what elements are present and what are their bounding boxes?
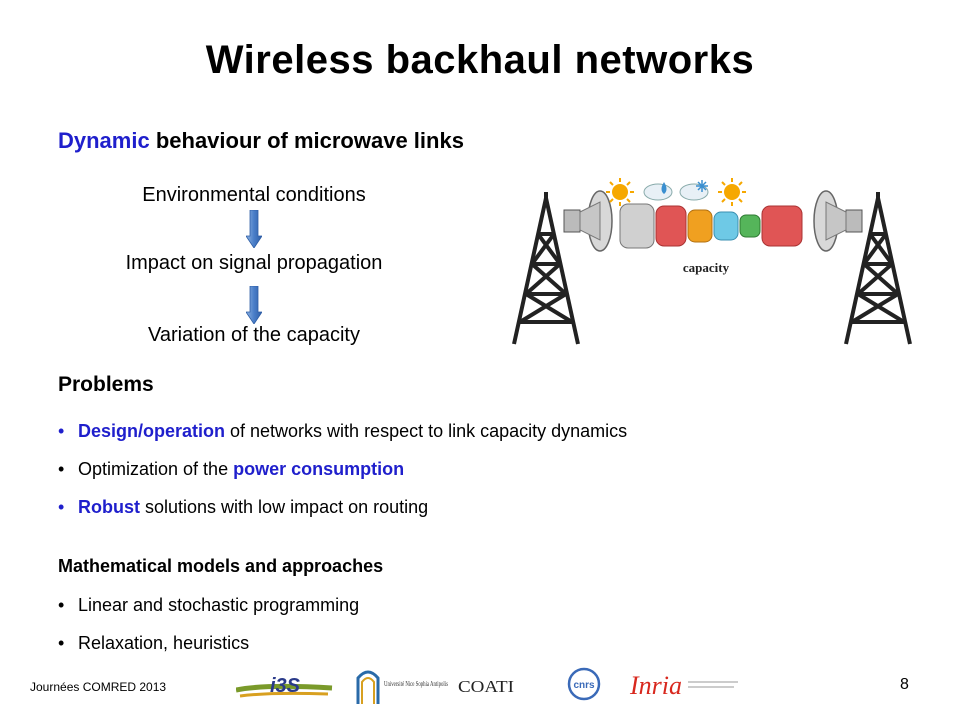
sun-icon — [606, 178, 634, 206]
list-item: Robust solutions with low impact on rout… — [58, 496, 627, 534]
flow-step-environment: Environmental conditions — [142, 184, 366, 206]
capacity-segment-orange — [687, 209, 713, 243]
svg-text:Inria: Inria — [629, 671, 682, 700]
microwave-link-diagram: capacity — [512, 178, 912, 345]
right-dish-icon — [813, 190, 863, 252]
svg-text:Université Nice Sophia Antipol: Université Nice Sophia Antipolis — [384, 680, 448, 688]
right-tower-icon — [844, 192, 912, 345]
capacity-segment-green — [739, 214, 761, 238]
sun-icon-2 — [718, 178, 746, 206]
list-item: Design/operation of networks with respec… — [58, 420, 627, 458]
subtitle-rest: behaviour of microwave links — [149, 128, 464, 153]
list-item: Optimization of the power consumption — [58, 458, 627, 496]
snow-cloud-icon — [679, 180, 709, 201]
coati-logo: COATI — [458, 677, 514, 696]
inria-logo: Inria — [629, 671, 738, 700]
section-subtitle: Dynamic behaviour of microwave links — [58, 128, 464, 154]
capacity-label: capacity — [683, 260, 730, 275]
footer-text: Journées COMRED 2013 — [30, 680, 167, 694]
subtitle-emphasis: Dynamic — [58, 128, 150, 153]
problems-heading: Problems — [58, 373, 154, 396]
page-number: 8 — [900, 676, 909, 693]
flow-step-capacity: Variation of the capacity — [148, 324, 360, 346]
capacity-segment-red-2 — [761, 205, 803, 247]
flow-step-propagation: Impact on signal propagation — [125, 252, 383, 274]
cnrs-logo: cnrs — [567, 667, 601, 701]
left-dish-icon — [563, 190, 613, 252]
svg-text:cnrs: cnrs — [573, 680, 595, 691]
list-item: Relaxation, heuristics — [58, 632, 359, 670]
slide-title: Wireless backhaul networks — [205, 38, 755, 82]
rain-cloud-icon — [643, 182, 673, 201]
svg-text:COATI: COATI — [458, 677, 514, 696]
problems-list: Design/operation of networks with respec… — [58, 420, 627, 534]
capacity-segment-cyan — [713, 211, 739, 241]
models-list: Linear and stochastic programming Relaxa… — [58, 594, 359, 670]
down-arrow-icon — [246, 286, 262, 324]
i3s-logo: i3S — [236, 675, 333, 698]
capacity-segment-gray — [619, 203, 655, 249]
capacity-segment-red — [655, 205, 687, 247]
left-tower-icon — [512, 192, 580, 345]
down-arrow-icon — [246, 210, 262, 248]
svg-text:i3S: i3S — [270, 675, 301, 697]
models-heading: Mathematical models and approaches — [58, 556, 384, 576]
capacity-segments — [619, 203, 803, 249]
list-item: Linear and stochastic programming — [58, 594, 359, 632]
universite-nice-logo: Université Nice Sophia Antipolis — [356, 670, 448, 704]
